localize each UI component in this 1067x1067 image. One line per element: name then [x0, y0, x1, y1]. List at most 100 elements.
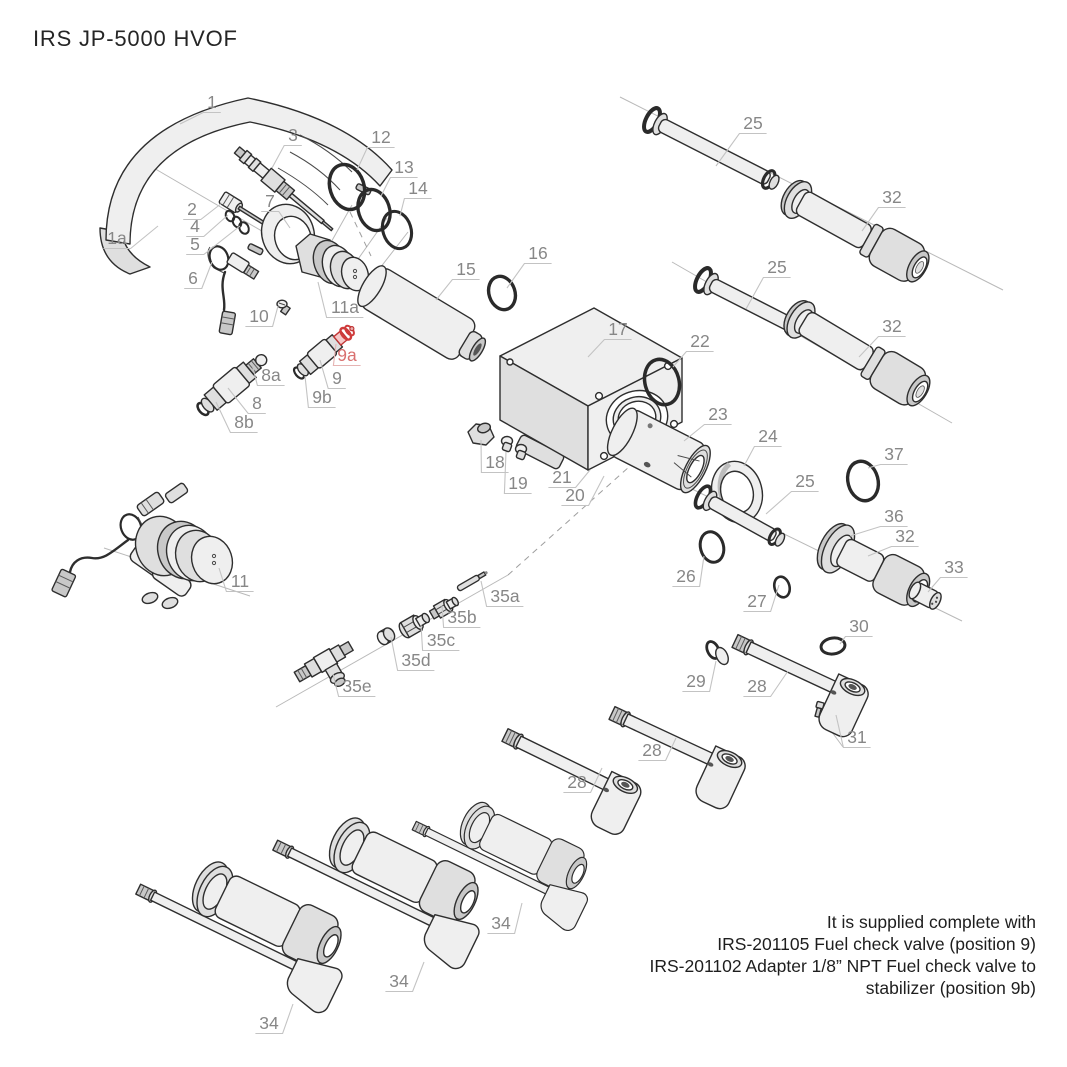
part-label-25: 25: [767, 257, 786, 277]
part-label-14: 14: [408, 178, 428, 198]
part-label-30: 30: [849, 616, 869, 636]
leader-line-14: [399, 197, 432, 217]
part-10-screw: [276, 299, 291, 316]
leader-line-5: [186, 225, 241, 256]
leader-line-20: [561, 475, 605, 507]
part-label-34: 34: [389, 971, 409, 991]
part-6-sensor: [207, 245, 260, 336]
part-label-8: 8: [252, 393, 262, 413]
part-9a-adapter-red: [332, 324, 355, 347]
leader-line-9: [319, 359, 346, 390]
part-label-35e: 35e: [342, 676, 371, 696]
leader-line-24: [743, 445, 782, 467]
part-label-34: 34: [491, 913, 511, 933]
leader-line-34: [255, 1003, 294, 1035]
part-label-35d: 35d: [401, 650, 430, 670]
leader-line-32: [867, 545, 919, 557]
part-25-tube: [693, 484, 786, 547]
part-label-18: 18: [485, 452, 504, 472]
part-label-35c: 35c: [427, 630, 455, 650]
part-label-35a: 35a: [490, 586, 519, 606]
part-label-29: 29: [686, 671, 705, 691]
leader-line-1: [179, 111, 221, 125]
leader-line-2: [183, 202, 223, 221]
part-32-barrel: [780, 179, 930, 283]
part-3-spark-plug: [233, 146, 334, 232]
leader-line-4: [186, 214, 229, 238]
part-35a-pin: [456, 571, 488, 592]
note-line: IRS-201102 Adapter 1/8” NPT Fuel check v…: [649, 956, 1036, 976]
part-28-tube: [731, 633, 869, 738]
leader-line-17: [587, 338, 632, 358]
part-label-1: 1: [207, 92, 217, 112]
part-13-oring: [356, 187, 392, 233]
part-label-2: 2: [187, 199, 197, 219]
part-label-23: 23: [708, 404, 727, 424]
part-22-oring: [642, 357, 682, 407]
leader-line-35b: [441, 605, 481, 629]
leader-line-32: [858, 335, 906, 358]
part-19-fitting: [500, 435, 528, 461]
part-label-11: 11: [231, 571, 249, 591]
part-9-check-valve: [292, 324, 355, 380]
leader-line-8b: [215, 401, 258, 434]
part-37-oring: [845, 459, 881, 503]
leader-line-9a: [332, 343, 361, 367]
leader-line-31: [835, 714, 871, 749]
part-label-32: 32: [895, 526, 914, 546]
supply-note: It is supplied complete with IRS-201105 …: [649, 911, 1036, 999]
part-label-25: 25: [743, 113, 762, 133]
leader-line-28: [638, 737, 677, 762]
part-29-rings: [705, 640, 729, 666]
part-label-10: 10: [249, 306, 269, 326]
leader-line-19: [503, 451, 532, 495]
part-label-8b: 8b: [234, 412, 253, 432]
leader-line-6: [184, 261, 213, 290]
part-11a-stabilizer: [295, 233, 370, 292]
part-30-oring: [819, 636, 847, 656]
part-label-1a: 1a: [107, 228, 127, 248]
note-line: It is supplied complete with: [826, 912, 1036, 932]
part-18-fitting: [467, 422, 495, 446]
part-1-cover: [99, 97, 393, 275]
leader-line-11: [218, 567, 254, 593]
part-label-28: 28: [747, 676, 766, 696]
part-28-tube: [501, 728, 642, 835]
part-label-32: 32: [882, 316, 901, 336]
leader-line-21: [548, 469, 591, 489]
part-12-oring: [327, 162, 367, 212]
leader-line-16: [506, 262, 552, 289]
part-11-assembly: [51, 482, 234, 610]
part-label-20: 20: [565, 485, 585, 505]
leader-line-18: [480, 439, 509, 474]
part-34-assembly: [135, 861, 343, 1014]
leader-line-12: [356, 146, 395, 171]
leader-line-28: [563, 767, 603, 794]
leader-line-15: [435, 278, 480, 301]
part-label-28: 28: [567, 772, 586, 792]
part-label-5: 5: [190, 234, 200, 254]
leader-line-8: [227, 387, 266, 415]
part-label-3: 3: [288, 125, 298, 145]
page-title: IRS JP-5000 HVOF: [33, 26, 238, 51]
part-34-assembly: [411, 801, 588, 931]
part-8-check-valve: [196, 353, 268, 417]
part-label-8a: 8a: [261, 365, 281, 385]
leader-line-26: [672, 555, 705, 588]
leader-line-35c: [420, 624, 460, 652]
part-label-25: 25: [795, 471, 814, 491]
leader-line-30: [839, 635, 873, 645]
part-2-injector: [218, 191, 270, 228]
part-label-33: 33: [944, 557, 963, 577]
part-label-26: 26: [676, 566, 695, 586]
part-label-27: 27: [747, 591, 766, 611]
leader-line-37: [867, 463, 908, 469]
leader-line-1a: [103, 225, 159, 250]
part-25-tube: [642, 106, 780, 190]
leader-line-11a: [317, 281, 364, 319]
part-label-13: 13: [394, 157, 413, 177]
part-label-34: 34: [259, 1013, 279, 1033]
leader-line-27: [743, 584, 780, 613]
part-label-12: 12: [371, 127, 390, 147]
